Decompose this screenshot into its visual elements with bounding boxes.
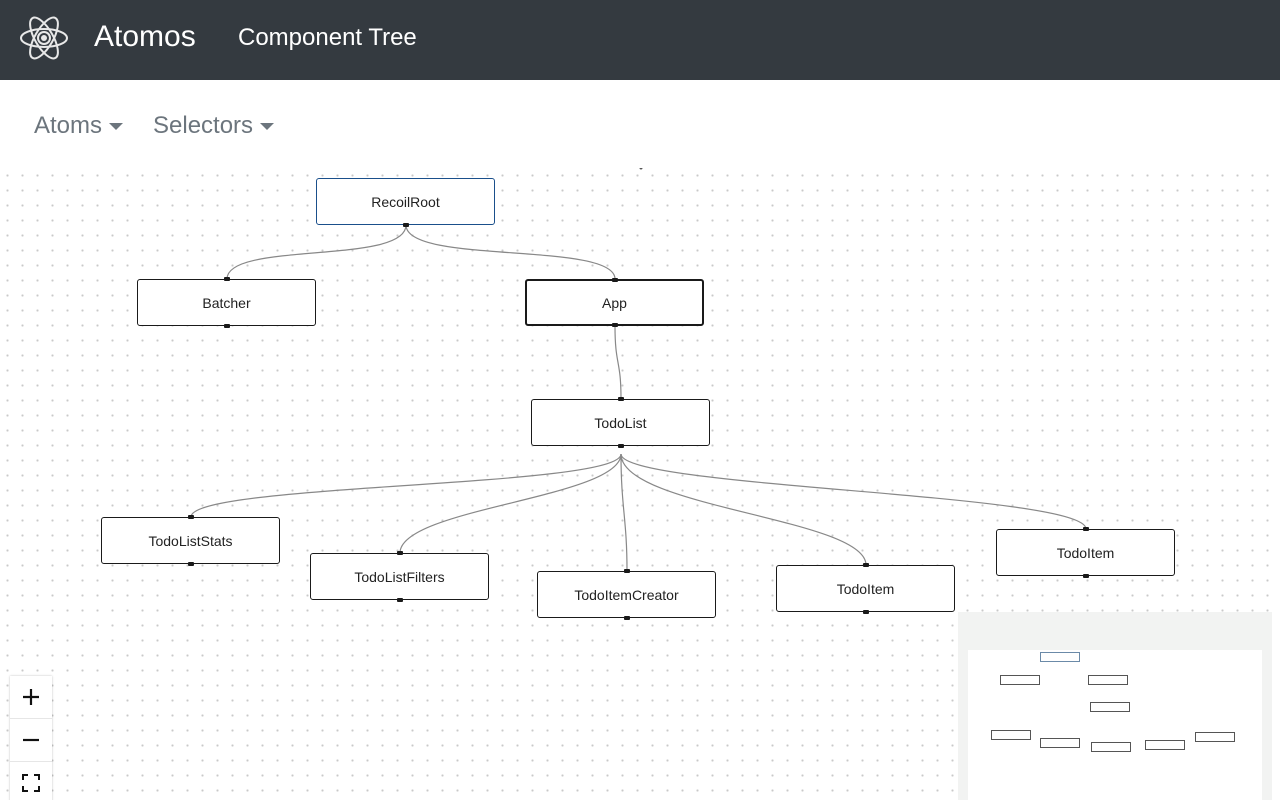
node-label: TodoItemCreator — [574, 586, 679, 603]
target-handle[interactable] — [611, 278, 618, 282]
minimap-node — [1000, 675, 1040, 685]
selectors-dropdown-label: Selectors — [153, 112, 254, 139]
source-handle[interactable] — [617, 444, 624, 448]
source-handle[interactable] — [402, 223, 409, 227]
source-handle[interactable] — [223, 324, 230, 328]
node-label: TodoItem — [1056, 544, 1115, 561]
edge-app-todolist — [614, 325, 622, 400]
tree-edges — [190, 168, 1087, 572]
source-handle[interactable] — [611, 323, 618, 327]
target-handle[interactable] — [187, 515, 194, 519]
atoms-dropdown-label: Atoms — [34, 112, 103, 139]
atom-icon[interactable] — [18, 12, 70, 64]
node-label: TodoList — [594, 414, 647, 431]
node-label: Batcher — [202, 294, 251, 311]
minus-icon — [23, 738, 39, 742]
caret-down-icon — [109, 123, 124, 130]
source-handle[interactable] — [396, 598, 403, 602]
minimap-node — [1040, 738, 1080, 748]
edge-recoilroot-batcher — [226, 224, 407, 280]
top-navbar: Atomos Component Tree — [0, 0, 1280, 80]
minimap-node — [1090, 702, 1130, 712]
minimap-node — [1145, 740, 1185, 750]
edge-todolist-todoitemcreator — [620, 453, 628, 572]
zoom-controls — [10, 676, 52, 800]
zoom-in-button[interactable] — [10, 676, 52, 719]
atoms-dropdown[interactable]: Atoms — [34, 112, 124, 140]
zoom-out-button[interactable] — [10, 719, 52, 762]
target-handle[interactable] — [396, 551, 403, 555]
minimap-node — [991, 730, 1031, 740]
source-handle[interactable] — [862, 610, 869, 614]
node-todolist[interactable]: TodoList — [531, 397, 710, 448]
node-todoitem[interactable]: TodoItem — [996, 527, 1175, 578]
node-app[interactable]: App — [525, 278, 704, 327]
node-label: TodoListFilters — [354, 568, 445, 585]
source-handle[interactable] — [187, 562, 194, 566]
minimap-node — [1195, 732, 1235, 742]
node-todoliststats[interactable]: TodoListStats — [101, 515, 280, 566]
target-handle[interactable] — [623, 569, 630, 573]
source-handle[interactable] — [1082, 574, 1089, 578]
edge-todolist-todoitem2 — [620, 453, 1087, 530]
node-todoitem[interactable]: TodoItem — [776, 563, 955, 614]
toolbar: Atoms Selectors — [0, 80, 1280, 168]
target-handle[interactable] — [617, 397, 624, 401]
node-label: TodoListStats — [148, 532, 233, 549]
fit-view-icon — [22, 774, 40, 792]
minimap[interactable] — [958, 612, 1272, 800]
node-batcher[interactable]: Batcher — [137, 277, 316, 328]
node-recoilroot[interactable]: RecoilRoot — [316, 178, 495, 227]
minimap-node — [1040, 652, 1080, 662]
minimap-node — [1091, 742, 1131, 752]
target-handle[interactable] — [223, 277, 230, 281]
minimap-node — [1088, 675, 1128, 685]
node-label: RecoilRoot — [371, 193, 440, 210]
tree-canvas[interactable]: RecoilRoot Batcher App TodoList TodoList… — [0, 168, 1280, 800]
minimap-viewport[interactable] — [968, 650, 1262, 800]
node-todolistfilters[interactable]: TodoListFilters — [310, 551, 489, 602]
node-label: App — [602, 294, 627, 311]
node-label: TodoItem — [836, 580, 895, 597]
app-name[interactable]: Atomos — [94, 20, 196, 53]
node-todoitemcreator[interactable]: TodoItemCreator — [537, 569, 716, 620]
plus-icon — [23, 689, 39, 705]
edge-todolist-todoitem1 — [620, 453, 867, 566]
target-handle[interactable] — [1082, 527, 1089, 531]
edge-todolist-todoliststats — [190, 453, 622, 518]
target-handle[interactable] — [862, 563, 869, 567]
edge-recoilroot-app — [405, 224, 616, 280]
nav-component-tree[interactable]: Component Tree — [238, 24, 417, 51]
source-handle[interactable] — [623, 616, 630, 620]
selectors-dropdown[interactable]: Selectors — [153, 112, 275, 140]
fit-view-button[interactable] — [10, 762, 52, 800]
caret-down-icon — [260, 123, 275, 130]
edge-todolist-todolistfilters — [399, 453, 622, 554]
